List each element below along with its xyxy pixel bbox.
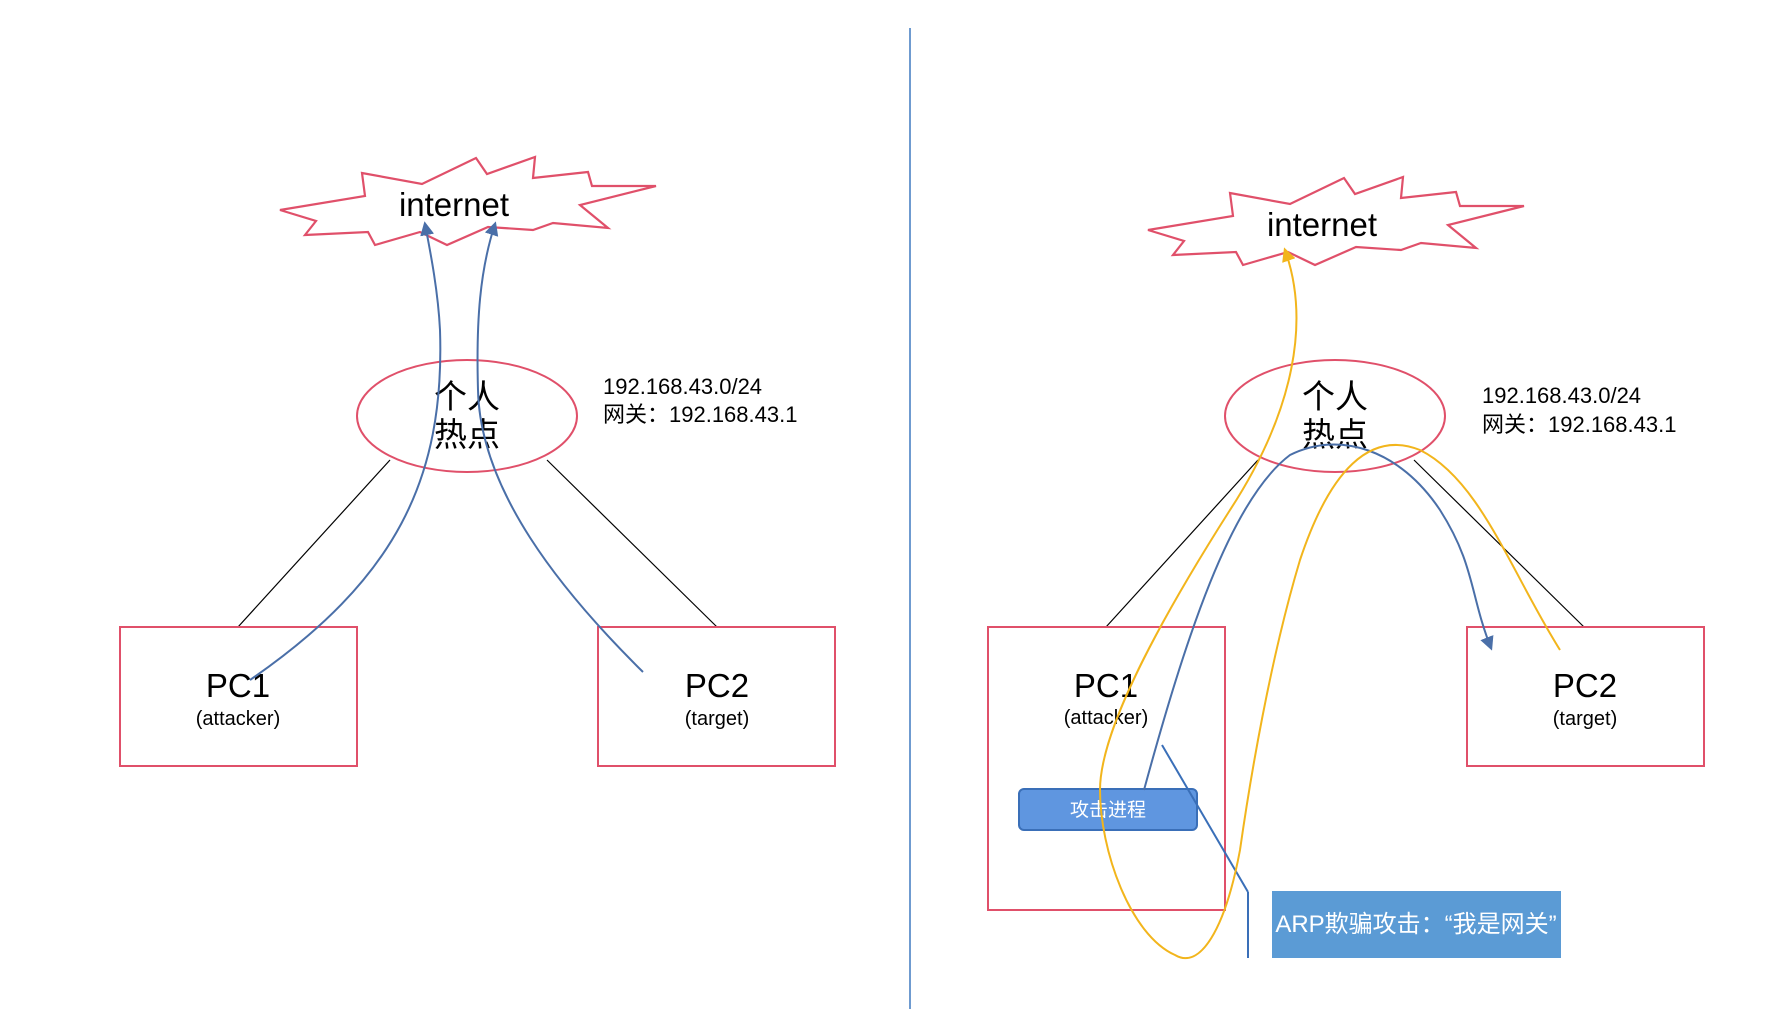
right-pc2-name: PC2 [1553,667,1617,704]
pc2-box [597,626,836,767]
hotspot-node [356,359,578,473]
left-pc2-name: PC2 [685,667,749,704]
link-hotspot-pc2 [1413,459,1585,628]
right-internet-label: internet [1267,206,1377,243]
right-pc1-name: PC1 [1074,667,1138,704]
right-gateway-text: 网关：192.168.43.1 [1482,412,1676,437]
internet-cloud [1147,175,1525,267]
left-subnet-text: 192.168.43.0/24 [603,374,762,399]
pc1-to-internet-path [249,221,442,681]
callout-connector [1161,744,1249,893]
spoofed-blue-path [1143,443,1494,791]
pc1-box [119,626,358,767]
left-gateway-text: 网关：192.168.43.1 [603,402,797,427]
hotspot-node [1224,359,1446,473]
link-hotspot-pc2 [546,459,718,628]
attack-process-label: 攻击进程 [1070,799,1146,821]
right-pc2-role: (target) [1553,708,1617,730]
left-pc2-role: (target) [685,708,749,730]
left-pc1-role: (attacker) [196,708,280,730]
pc2-to-internet-path [476,221,644,673]
left-panel: internet 个人 热点 192.168.43.0/24 网关：192.16… [119,155,836,767]
arp-callout-label: ARP欺骗攻击：“我是网关” [1275,911,1556,938]
relayed-yellow-path [1098,247,1561,960]
attack-process-box [1018,788,1198,831]
left-hotspot-line1: 个人 [434,378,500,415]
left-hotspot-line2: 热点 [434,416,500,453]
pc2-box [1466,626,1705,767]
pc1-box [987,626,1226,911]
right-subnet-text: 192.168.43.0/24 [1482,383,1641,408]
right-hotspot-line1: 个人 [1302,378,1368,415]
internet-cloud [279,155,657,247]
link-hotspot-pc1 [237,459,391,628]
left-internet-label: internet [399,186,509,223]
right-pc1-role: (attacker) [1064,707,1148,729]
arp-callout-box [1272,891,1561,958]
right-panel: internet 个人 热点 192.168.43.0/24 网关：192.16… [987,175,1705,960]
link-hotspot-pc1 [1105,459,1259,628]
